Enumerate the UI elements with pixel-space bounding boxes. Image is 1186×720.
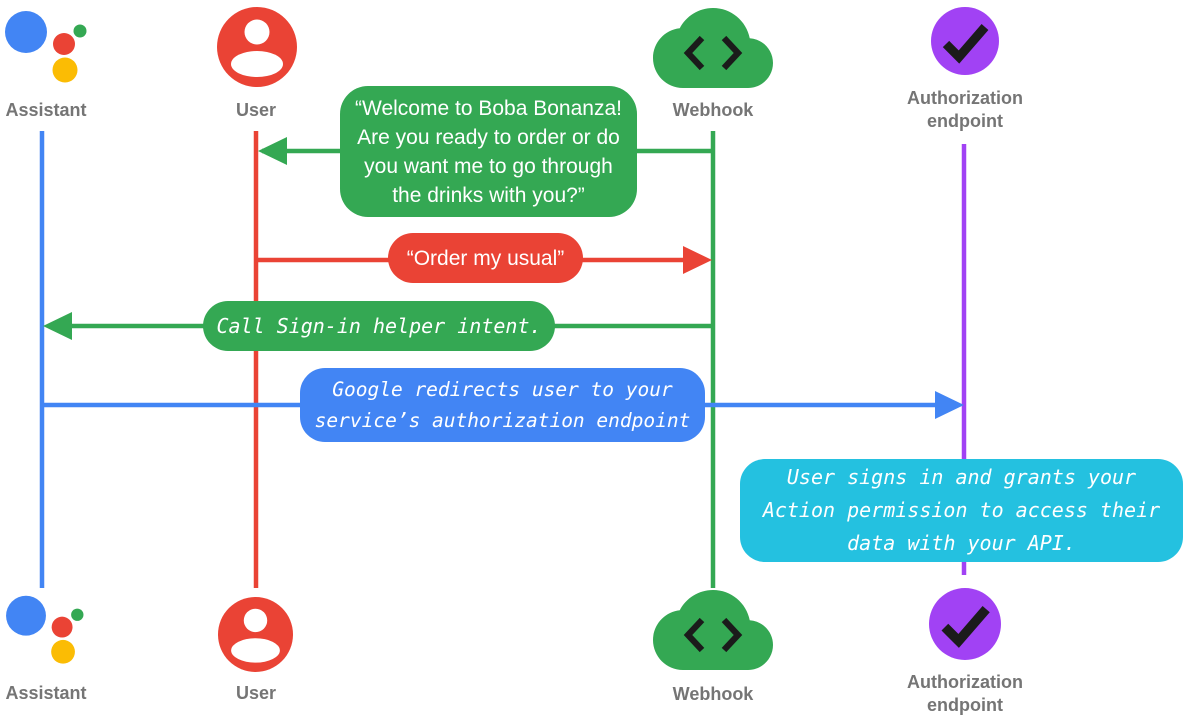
arrow-redirect-head-icon: [935, 391, 964, 419]
user-icon: [217, 7, 297, 87]
actor-label-user-top: User: [235, 100, 277, 120]
actor-label-auth-top: Authorization endpoint: [907, 88, 1023, 131]
message-signin: Call Sign-in helper intent.: [203, 301, 555, 351]
arrow-signin-head-icon: [43, 312, 72, 340]
message-line: Call Sign-in helper intent.: [216, 314, 542, 338]
message-line: User signs in and grants your: [786, 465, 1137, 489]
user-icon: [218, 597, 293, 672]
message-line: data with your API.: [847, 531, 1076, 555]
assistant-icon: [5, 11, 87, 83]
actor-label-auth-bottom: Authorization endpoint: [907, 672, 1023, 715]
code-brackets-icon: [683, 35, 705, 71]
webhook-cloud-icon: [653, 8, 773, 88]
message-line: you want me to go through: [364, 154, 613, 178]
message-order: “Order my usual”: [388, 233, 583, 283]
arrow-welcome-head-icon: [258, 137, 287, 165]
message-line: “Welcome to Boba Bonanza!: [355, 96, 622, 120]
arrow-order-head-icon: [683, 246, 712, 274]
message-line: Google redirects user to your: [332, 378, 673, 401]
message-line: “Order my usual”: [406, 246, 565, 270]
auth-check-icon: [929, 588, 1001, 660]
note-grant: User signs in and grants your Action per…: [740, 459, 1183, 562]
actor-label-user-bottom: User: [235, 683, 277, 703]
webhook-cloud-icon: [653, 590, 773, 670]
message-line: the drinks with you?”: [392, 183, 585, 207]
assistant-icon: [6, 595, 84, 664]
actor-label-webhook-top: Webhook: [672, 100, 754, 120]
message-redirect: Google redirects user to your service’s …: [300, 368, 705, 442]
message-line: Are you ready to order or do: [357, 125, 620, 149]
actor-label-assistant-bottom: Assistant: [5, 683, 87, 703]
auth-check-icon: [931, 7, 999, 75]
message-line: service’s authorization endpoint: [314, 409, 691, 432]
message-line: Action permission to access their: [762, 498, 1161, 522]
message-welcome: “Welcome to Boba Bonanza! Are you ready …: [340, 86, 637, 217]
actor-label-assistant-top: Assistant: [5, 100, 87, 120]
actor-label-webhook-bottom: Webhook: [672, 684, 754, 704]
